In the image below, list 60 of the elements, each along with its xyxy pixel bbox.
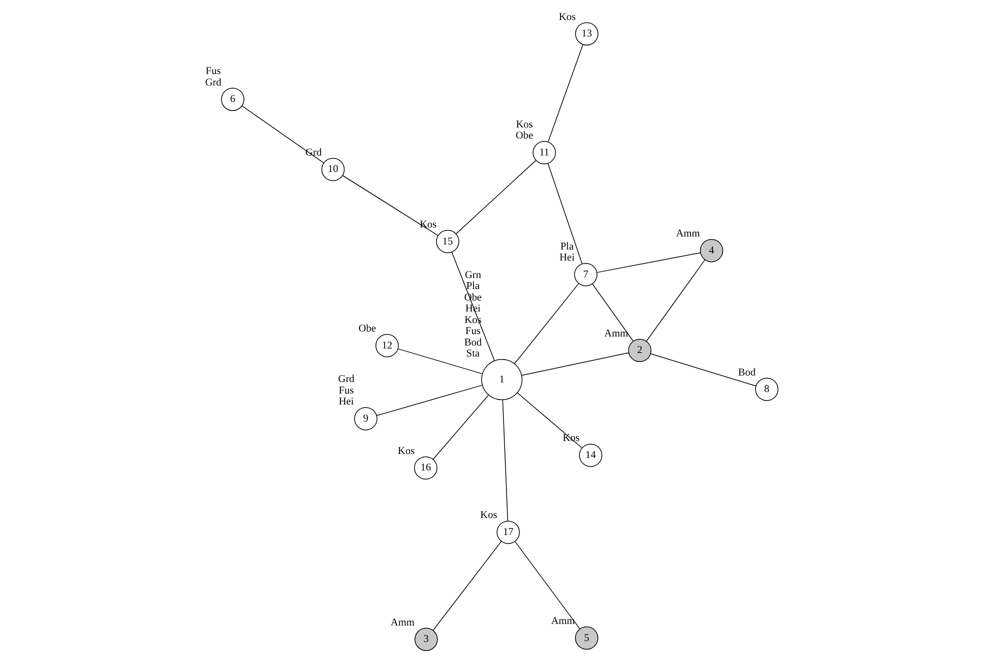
node-label: Grn [464, 270, 481, 281]
node-label: Amm [550, 616, 574, 627]
node-label: Bod [464, 337, 482, 348]
node-circle: 9 [354, 407, 377, 430]
connector [520, 352, 629, 376]
node-label: Fus [205, 66, 220, 78]
node-circle: 14 [578, 444, 602, 467]
connector [547, 163, 582, 264]
connector [592, 284, 634, 342]
node-circle: 12 [375, 334, 398, 358]
node-circle: 7 [574, 262, 597, 286]
connector [451, 252, 494, 362]
node-label: Obe [515, 130, 533, 142]
node-label: Obe [358, 323, 376, 334]
node-label: Pla [560, 241, 574, 252]
connector [646, 259, 705, 342]
node-circle: 8 [754, 378, 778, 401]
node-circle: 16 [414, 456, 437, 480]
connector [516, 392, 582, 448]
node-circle: 10 [320, 158, 344, 182]
connector [650, 353, 756, 386]
node-label: Fus [338, 385, 354, 396]
connector [502, 399, 508, 522]
node-label: Amm [604, 328, 628, 340]
node-label: Kos [397, 446, 414, 457]
node-circle: 2 [628, 338, 651, 362]
connector [432, 541, 502, 631]
node-circle: 13 [574, 22, 598, 46]
node-label: Kos [419, 219, 436, 230]
connector [455, 160, 536, 234]
node-circle: 3 [414, 628, 438, 651]
connector [432, 394, 488, 460]
connector [376, 384, 482, 416]
node-label: Bod [738, 367, 756, 378]
node-label: Kos [558, 12, 576, 23]
node-circle: 11 [532, 141, 556, 164]
connector [514, 283, 578, 364]
connector [241, 105, 324, 164]
node-label: Sta [466, 348, 480, 360]
node-label: Hei [338, 396, 354, 408]
connector [547, 44, 583, 142]
node-circle: 17 [496, 520, 520, 544]
node-circle: 4 [699, 238, 723, 262]
node-label: Amm [676, 228, 700, 240]
connector [342, 175, 438, 236]
node-circle: 1 [480, 358, 522, 400]
node-circle: 15 [436, 230, 459, 254]
node-label: Amm [390, 617, 414, 628]
node-label: Grd [338, 374, 354, 386]
node-label: Kos [515, 119, 532, 130]
connector [397, 348, 482, 374]
node-circle: 6 [220, 88, 244, 111]
node-label: Grd [204, 77, 221, 88]
node-label: Fus [464, 326, 480, 338]
connector [596, 252, 700, 273]
node-label: Hei [558, 252, 574, 264]
node-circle: 5 [574, 626, 598, 650]
node-label: Kos [480, 510, 497, 522]
node-label: Pla [466, 281, 480, 292]
connector [514, 541, 580, 630]
